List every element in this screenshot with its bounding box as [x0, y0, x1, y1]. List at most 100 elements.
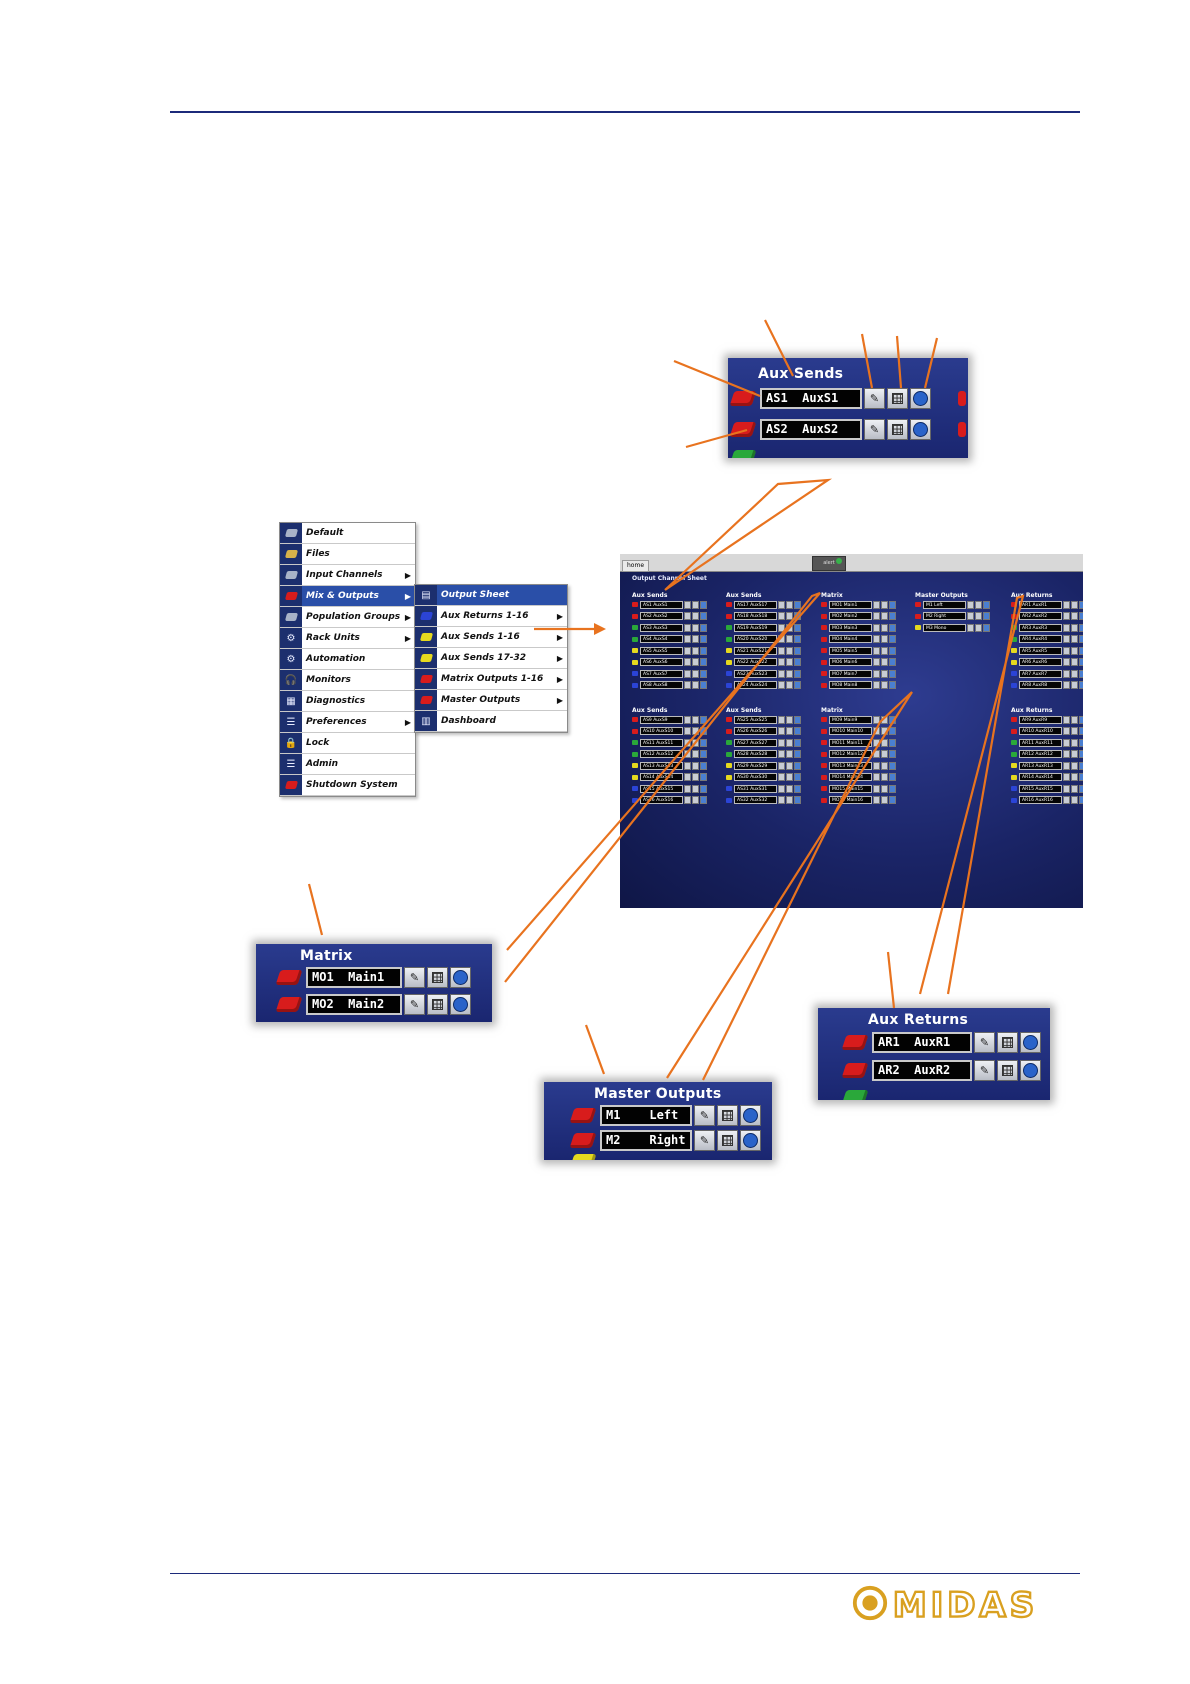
channel-colour-chip[interactable]	[726, 763, 732, 769]
channel-colour-chip[interactable]	[726, 728, 732, 734]
pencil-icon[interactable]	[967, 612, 974, 621]
channel-colour-chip[interactable]	[841, 1063, 869, 1078]
grid-icon[interactable]	[786, 635, 793, 644]
channel-colour-chip[interactable]	[1011, 602, 1017, 608]
channel-name-field[interactable]: MO12 Main12	[829, 750, 872, 759]
channel-colour-chip[interactable]	[569, 1108, 597, 1123]
channel-name-field[interactable]: AS7 AuxS7	[640, 669, 683, 678]
channel-name-field[interactable]: MO3 Main3	[829, 623, 872, 632]
channel-colour-chip[interactable]	[821, 786, 827, 792]
channel-name-field[interactable]: MO2 Main2	[829, 612, 872, 621]
channel-name-field[interactable]: AS26 AuxS26	[734, 727, 777, 736]
grid-icon[interactable]	[887, 419, 908, 440]
knob-icon[interactable]	[889, 658, 896, 667]
menu-item[interactable]: ▦Diagnostics	[280, 691, 415, 712]
channel-colour-chip[interactable]	[1011, 797, 1017, 803]
channel-colour-chip[interactable]	[1011, 786, 1017, 792]
channel-name-field[interactable]: AS2 AuxS2	[760, 419, 862, 440]
grid-icon[interactable]	[717, 1130, 738, 1151]
menu-item[interactable]: 🎧Monitors	[280, 670, 415, 691]
knob-icon[interactable]	[1020, 1060, 1041, 1081]
channel-colour-chip[interactable]	[1011, 671, 1017, 677]
pencil-icon[interactable]	[873, 612, 880, 621]
pencil-icon[interactable]	[684, 784, 691, 793]
grid-icon[interactable]	[887, 388, 908, 409]
grid-icon[interactable]	[786, 669, 793, 678]
knob-icon[interactable]	[794, 715, 801, 724]
pencil-icon[interactable]	[684, 796, 691, 805]
knob-icon[interactable]	[983, 612, 990, 621]
channel-name-field[interactable]: AS12 AuxS12	[640, 750, 683, 759]
grid-icon[interactable]	[786, 612, 793, 621]
channel-colour-chip[interactable]	[821, 740, 827, 746]
knob-icon[interactable]	[910, 388, 931, 409]
grid-icon[interactable]	[692, 669, 699, 678]
grid-icon[interactable]	[692, 623, 699, 632]
grid-icon[interactable]	[1071, 796, 1078, 805]
channel-name-field[interactable]: AS11 AuxS11	[640, 738, 683, 747]
grid-icon[interactable]	[786, 658, 793, 667]
grid-icon[interactable]	[881, 658, 888, 667]
pencil-icon[interactable]	[778, 669, 785, 678]
knob-icon[interactable]	[794, 761, 801, 770]
knob-icon[interactable]	[700, 646, 707, 655]
knob-icon[interactable]	[1079, 600, 1083, 609]
grid-icon[interactable]	[692, 750, 699, 759]
pencil-icon[interactable]	[1063, 658, 1070, 667]
channel-colour-chip[interactable]	[632, 613, 638, 619]
channel-name-field[interactable]: AS15 AuxS15	[640, 784, 683, 793]
grid-icon[interactable]	[1071, 727, 1078, 736]
pencil-icon[interactable]	[684, 681, 691, 690]
channel-colour-chip[interactable]	[632, 728, 638, 734]
grid-icon[interactable]	[692, 681, 699, 690]
submenu-item[interactable]: Matrix Outputs 1-16▶	[415, 669, 567, 690]
channel-colour-chip[interactable]	[569, 1133, 597, 1148]
channel-name-field[interactable]: AS29 AuxS29	[734, 761, 777, 770]
knob-icon[interactable]	[700, 623, 707, 632]
submenu-item[interactable]: Aux Sends 1-16▶	[415, 627, 567, 648]
knob-icon[interactable]	[1079, 715, 1083, 724]
knob-icon[interactable]	[794, 784, 801, 793]
knob-icon[interactable]	[889, 773, 896, 782]
knob-icon[interactable]	[889, 669, 896, 678]
channel-name-field[interactable]: MO13 Main13	[829, 761, 872, 770]
knob-icon[interactable]	[794, 738, 801, 747]
menu-item[interactable]: ⚙Automation	[280, 649, 415, 670]
pencil-icon[interactable]: ✎	[404, 967, 425, 988]
channel-colour-chip[interactable]	[632, 774, 638, 780]
pencil-icon[interactable]	[778, 715, 785, 724]
pencil-icon[interactable]	[778, 738, 785, 747]
channel-colour-chip[interactable]	[726, 786, 732, 792]
submenu-item[interactable]: Aux Sends 17-32▶	[415, 648, 567, 669]
knob-icon[interactable]	[983, 600, 990, 609]
channel-colour-chip[interactable]	[821, 602, 827, 608]
pencil-icon[interactable]: ✎	[864, 419, 885, 440]
grid-icon[interactable]	[692, 635, 699, 644]
channel-name-field[interactable]: MO1 Main1	[306, 967, 402, 988]
pencil-icon[interactable]	[778, 727, 785, 736]
channel-name-field[interactable]: M2 Right	[600, 1130, 692, 1151]
grid-icon[interactable]	[786, 784, 793, 793]
channel-colour-chip[interactable]	[821, 625, 827, 631]
pencil-icon[interactable]	[1063, 623, 1070, 632]
knob-icon[interactable]	[1079, 646, 1083, 655]
knob-icon[interactable]	[889, 727, 896, 736]
pencil-icon[interactable]	[873, 658, 880, 667]
pencil-icon[interactable]	[684, 727, 691, 736]
knob-icon[interactable]	[700, 669, 707, 678]
pencil-icon[interactable]	[684, 646, 691, 655]
channel-name-field[interactable]: AS2 AuxS2	[640, 612, 683, 621]
channel-colour-chip[interactable]	[821, 728, 827, 734]
channel-colour-chip[interactable]	[726, 602, 732, 608]
pencil-icon[interactable]	[873, 796, 880, 805]
pencil-icon[interactable]	[873, 750, 880, 759]
channel-name-field[interactable]: AS23 AuxS23	[734, 669, 777, 678]
knob-icon[interactable]	[1079, 738, 1083, 747]
pencil-icon[interactable]	[1063, 612, 1070, 621]
grid-icon[interactable]	[881, 681, 888, 690]
channel-name-field[interactable]: MO15 Main15	[829, 784, 872, 793]
channel-name-field[interactable]: AS9 AuxS9	[640, 715, 683, 724]
pencil-icon[interactable]	[873, 715, 880, 724]
knob-icon[interactable]	[794, 612, 801, 621]
menu-item[interactable]: ⚙Rack Units▶	[280, 628, 415, 649]
